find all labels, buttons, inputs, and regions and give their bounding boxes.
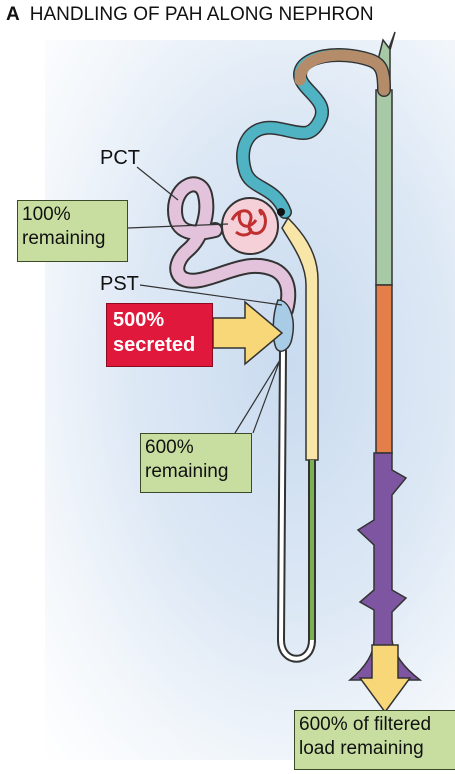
filtered-load-line1: 600% of filtered bbox=[299, 714, 432, 735]
remaining-100-box: 100% remaining bbox=[17, 200, 128, 262]
proximal-tubule bbox=[166, 176, 297, 318]
remaining-600-text: remaining bbox=[145, 461, 229, 482]
filtered-load-box: 600% of filtered load remaining bbox=[294, 710, 455, 770]
distal-tubule bbox=[236, 48, 391, 219]
outflow-arrow bbox=[358, 644, 412, 714]
secreted-500-box: 500% secreted bbox=[106, 303, 213, 367]
cortical-collecting-duct bbox=[375, 89, 393, 286]
leader-lines bbox=[127, 166, 283, 434]
outer-medullary-collecting-duct bbox=[375, 284, 393, 454]
pst-label: PST bbox=[100, 273, 139, 295]
secretion-arrow bbox=[212, 300, 284, 366]
figure-title: A HANDLING OF PAH ALONG NEPHRON bbox=[6, 4, 455, 26]
title-text: HANDLING OF PAH ALONG NEPHRON bbox=[29, 4, 374, 25]
remaining-100-value: 100% bbox=[22, 204, 71, 225]
remaining-600-box: 600% remaining bbox=[140, 433, 252, 493]
loop-of-henle bbox=[276, 349, 316, 663]
collecting-duct bbox=[347, 31, 423, 681]
filtered-load-line2: load remaining bbox=[299, 738, 424, 759]
pct-label: PCT bbox=[100, 147, 140, 169]
glomerulus bbox=[221, 197, 285, 255]
secreted-500-text: secreted bbox=[113, 334, 196, 356]
remaining-100-text: remaining bbox=[22, 228, 106, 249]
secreted-500-value: 500% bbox=[113, 309, 165, 331]
remaining-600-value: 600% bbox=[145, 437, 194, 458]
thick-ascending-limb bbox=[281, 216, 319, 461]
panel-letter: A bbox=[6, 4, 20, 25]
